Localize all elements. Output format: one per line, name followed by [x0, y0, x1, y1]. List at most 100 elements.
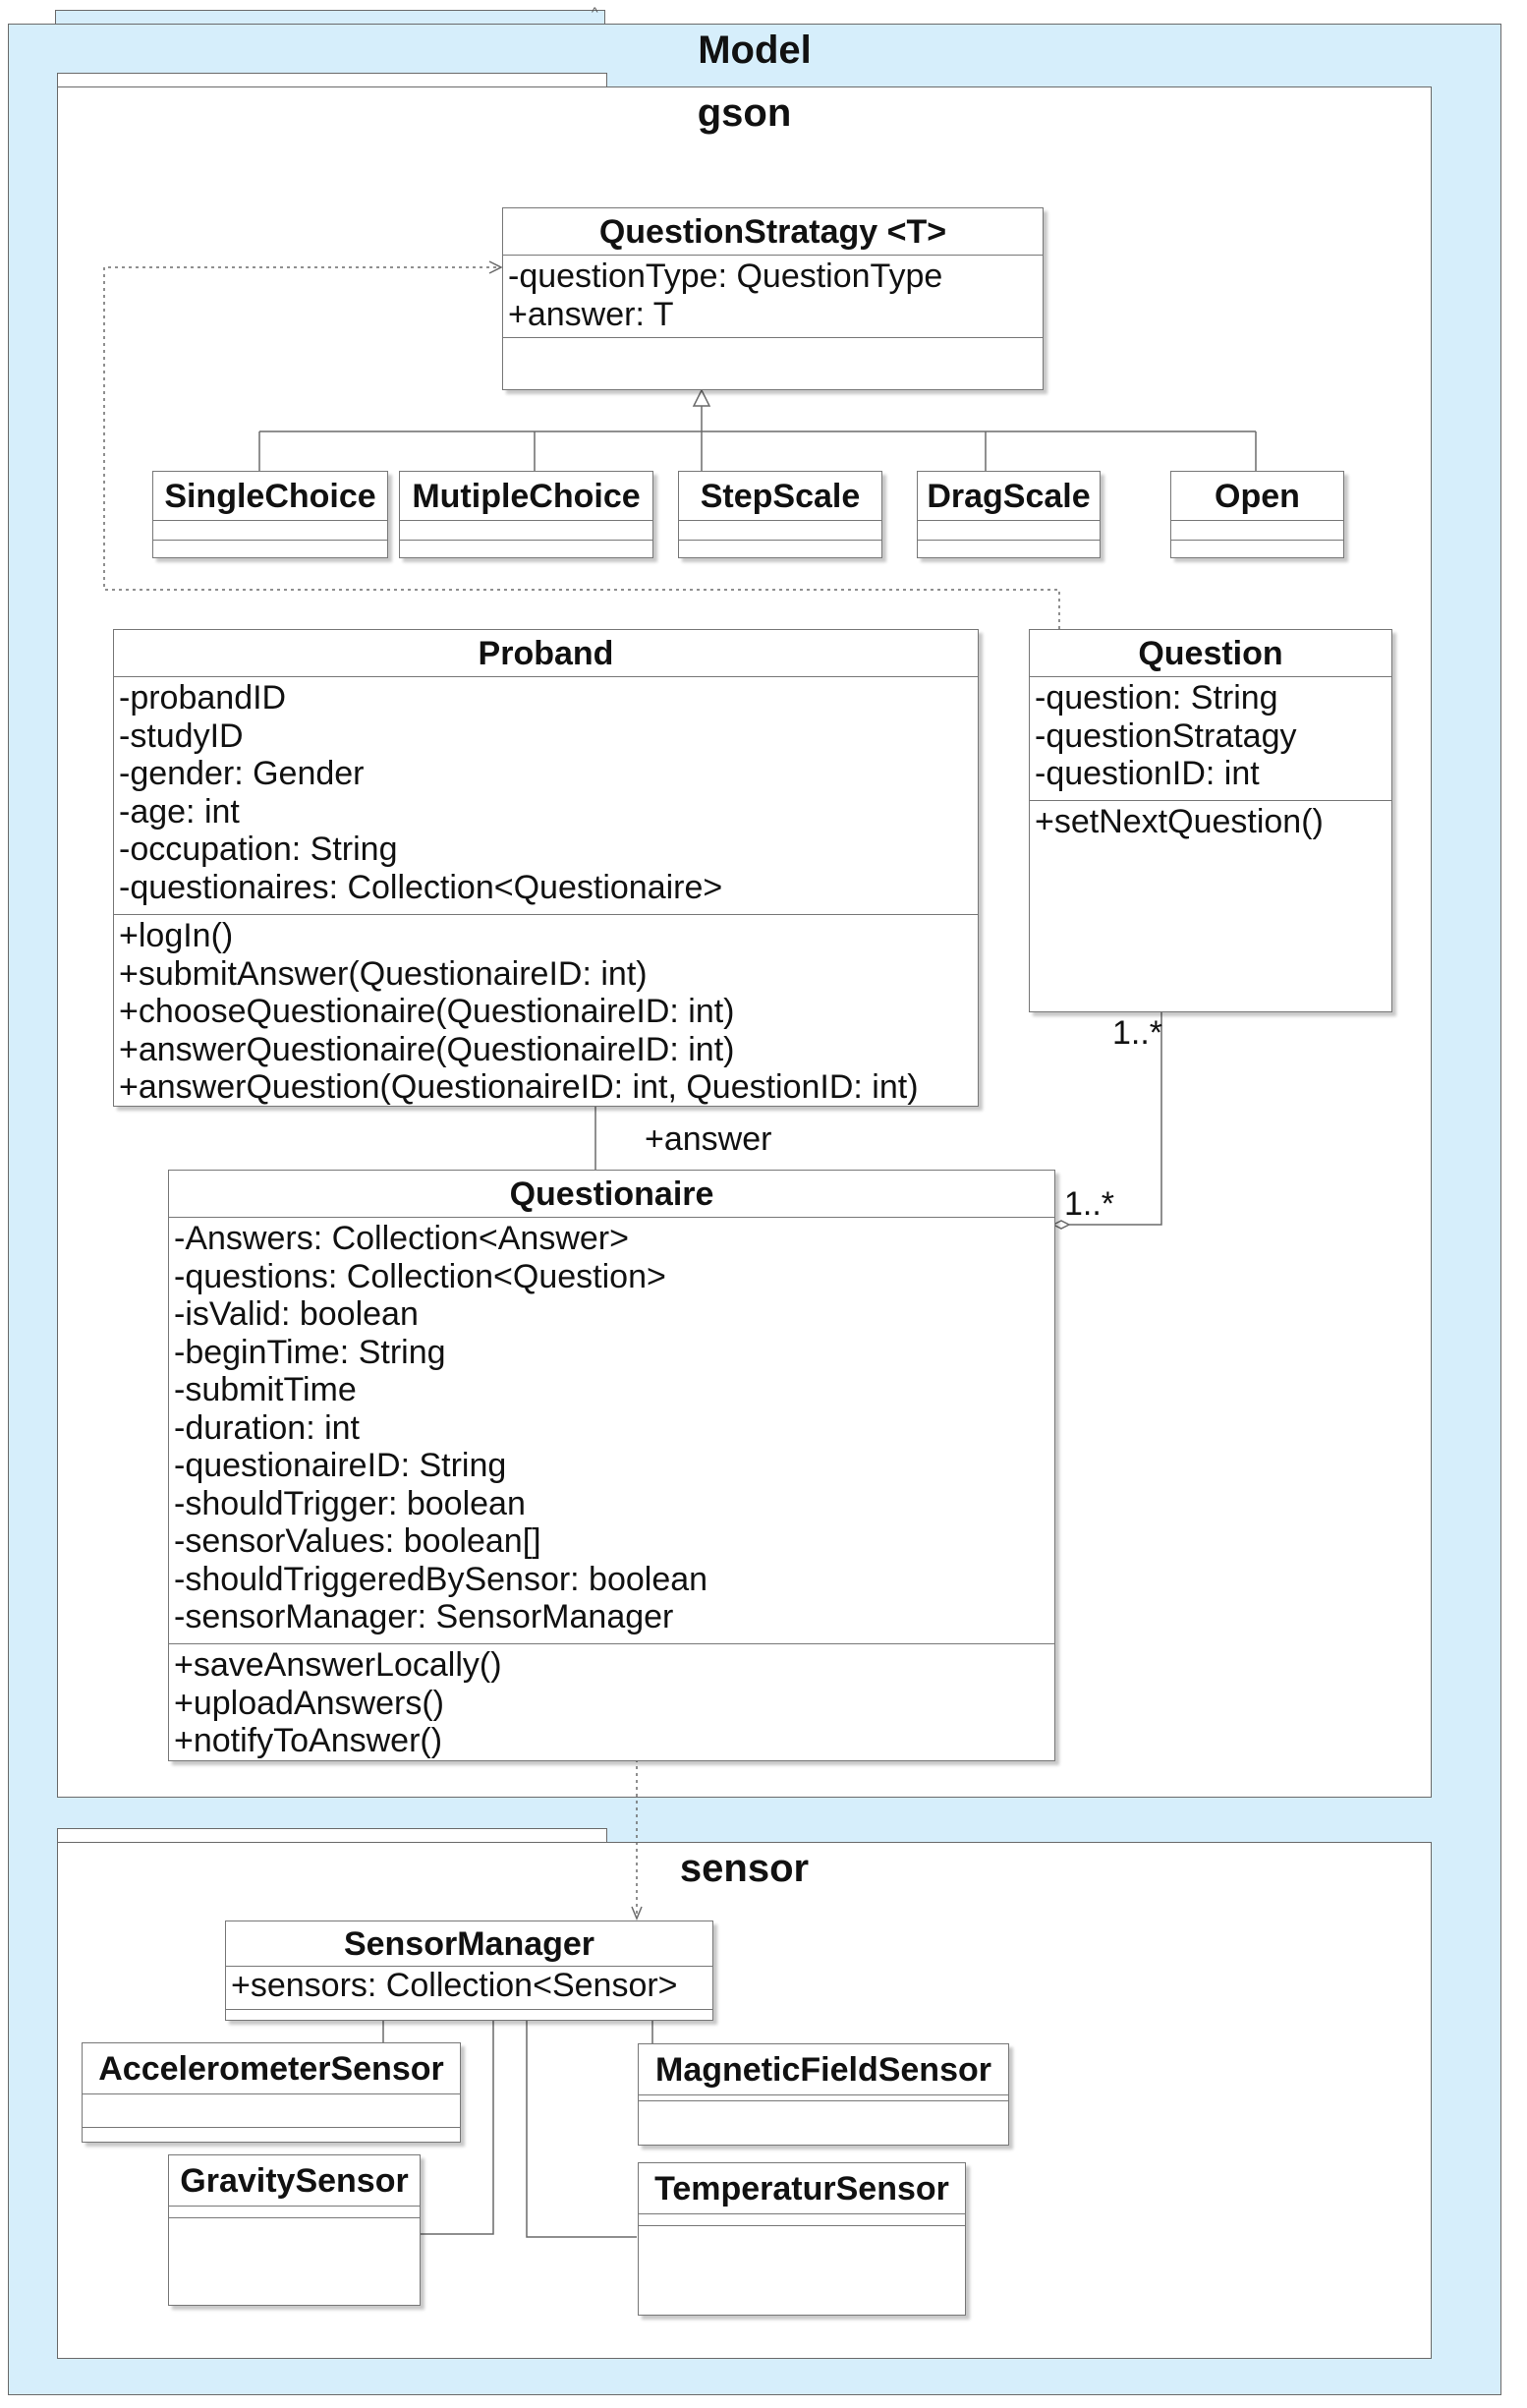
attributes-section [639, 2095, 1008, 2101]
attribute: -gender: Gender [119, 755, 365, 792]
class-question-stratagy[interactable]: QuestionStratagy <T> -questionType: Ques… [502, 207, 1044, 390]
class-step-scale[interactable]: StepScale [678, 471, 882, 558]
sensor-package-tab [57, 1828, 607, 1844]
attribute: -studyID [119, 717, 244, 755]
generalization-arrowhead [692, 388, 711, 407]
operation: +submitAnswer(QuestionaireID: int) [119, 954, 648, 993]
attributes-section: -question: String -questionStratagy -que… [1030, 677, 1391, 801]
class-name: QuestionStratagy <T> [503, 208, 1043, 256]
attribute: -Answers: Collection<Answer> [174, 1220, 629, 1257]
class-sensor-manager[interactable]: SensorManager +sensors: Collection<Senso… [225, 1921, 713, 2021]
model-package-corner-marker: ^ [592, 4, 598, 20]
class-questionaire[interactable]: Questionaire -Answers: Collection<Answer… [168, 1170, 1055, 1761]
attribute: +sensors: Collection<Sensor> [231, 1967, 678, 2004]
operations-section [226, 2010, 712, 2020]
questionaire-multiplicity-label: 1..* [1064, 1185, 1115, 1223]
attribute: -probandID [119, 679, 287, 717]
dependency-sensormanager-arrowhead [631, 1906, 643, 1921]
operation: +logIn() [119, 917, 234, 954]
class-name: Open [1171, 472, 1343, 521]
operations-section [503, 338, 1043, 387]
class-open[interactable]: Open [1170, 471, 1344, 558]
attribute: +answer: T [508, 295, 674, 333]
attributes-section [918, 521, 1100, 541]
attributes-section [153, 521, 387, 541]
operations-section: +logIn() +submitAnswer(QuestionaireID: i… [114, 915, 978, 1106]
operation: +chooseQuestionaire(QuestionaireID: int) [119, 993, 735, 1030]
attributes-section: +sensors: Collection<Sensor> [226, 1967, 712, 2010]
attributes-section [83, 2094, 460, 2128]
sensor-link-gravity [421, 2019, 494, 2235]
attribute: -sensorManager: SensorManager [174, 1598, 674, 1635]
sensor-package-title: sensor [679, 1847, 810, 1890]
class-name: SingleChoice [153, 472, 387, 521]
class-name: MagneticFieldSensor [639, 2044, 1008, 2095]
operations-section [1171, 541, 1343, 557]
attributes-section: -questionType: QuestionType +answer: T [503, 256, 1043, 338]
class-drag-scale[interactable]: DragScale [917, 471, 1101, 558]
attribute: -beginTime: String [174, 1333, 446, 1371]
class-name: DragScale [918, 472, 1100, 521]
class-temperatur-sensor[interactable]: TemperaturSensor [638, 2162, 966, 2316]
attributes-section [169, 2207, 420, 2218]
attributes-section: -probandID -studyID -gender: Gender -age… [114, 677, 978, 915]
operations-section [400, 541, 652, 557]
attribute: -sensorValues: boolean[] [174, 1522, 541, 1560]
attribute: -isValid: boolean [174, 1295, 419, 1333]
attribute: -age: int [119, 792, 240, 831]
aggregation-diamond [1051, 1220, 1071, 1230]
operations-section [639, 2226, 965, 2313]
operations-section [83, 2128, 460, 2142]
attribute: -shouldTrigger: boolean [174, 1484, 526, 1522]
attribute: -questionaireID: String [174, 1447, 507, 1484]
attribute: -questions: Collection<Question> [174, 1257, 666, 1295]
model-package-tab [55, 10, 605, 26]
answer-role-label: +answer [645, 1120, 772, 1158]
operations-section [153, 541, 387, 557]
operation: +setNextQuestion() [1035, 803, 1324, 840]
operation: +notifyToAnswer() [174, 1722, 443, 1759]
attribute: -questionType: QuestionType [508, 258, 943, 295]
class-name: SensorManager [226, 1921, 712, 1967]
attribute: -questionaires: Collection<Questionaire> [119, 868, 723, 906]
class-name: Proband [114, 630, 978, 677]
class-proband[interactable]: Proband -probandID -studyID -gender: Gen… [113, 629, 979, 1107]
attributes-section [1171, 521, 1343, 541]
operations-section [679, 541, 881, 557]
attribute: -question: String [1035, 679, 1278, 717]
operation: +answerQuestion(QuestionaireID: int, Que… [119, 1068, 919, 1106]
attributes-section [639, 2214, 965, 2226]
operations-section [918, 541, 1100, 557]
attributes-section: -Answers: Collection<Answer> -questions:… [169, 1218, 1054, 1644]
class-accelerometer-sensor[interactable]: AccelerometerSensor [82, 2042, 461, 2143]
attributes-section [400, 521, 652, 541]
attribute: -duration: int [174, 1408, 360, 1447]
gson-package-tab [57, 73, 607, 88]
operation: +answerQuestionaire(QuestionaireID: int) [119, 1030, 735, 1068]
question-multiplicity-label: 1..* [1112, 1014, 1163, 1052]
class-mutiple-choice[interactable]: MutipleChoice [399, 471, 653, 558]
class-single-choice[interactable]: SingleChoice [152, 471, 388, 558]
operations-section [639, 2101, 1008, 2143]
class-gravity-sensor[interactable]: GravitySensor [168, 2154, 421, 2306]
class-name: StepScale [679, 472, 881, 521]
attribute: -questionStratagy [1035, 717, 1297, 755]
class-magnetic-field-sensor[interactable]: MagneticFieldSensor [638, 2043, 1009, 2146]
class-name: AccelerometerSensor [83, 2043, 460, 2094]
class-name: TemperaturSensor [639, 2163, 965, 2214]
class-name: GravitySensor [169, 2155, 420, 2207]
attribute: -questionID: int [1035, 755, 1260, 792]
class-name: Questionaire [169, 1171, 1054, 1218]
attribute: -submitTime [174, 1371, 357, 1408]
dependency-stratagy-arrowhead [488, 260, 503, 274]
operation: +saveAnswerLocally() [174, 1646, 502, 1684]
model-package-title: Model [698, 29, 812, 72]
operations-section: +setNextQuestion() [1030, 801, 1391, 1010]
attribute: -occupation: String [119, 831, 398, 868]
class-name: Question [1030, 630, 1391, 677]
class-question[interactable]: Question -question: String -questionStra… [1029, 629, 1392, 1012]
attributes-section [679, 521, 881, 541]
class-name: MutipleChoice [400, 472, 652, 521]
attribute: -shouldTriggeredBySensor: boolean [174, 1560, 708, 1598]
